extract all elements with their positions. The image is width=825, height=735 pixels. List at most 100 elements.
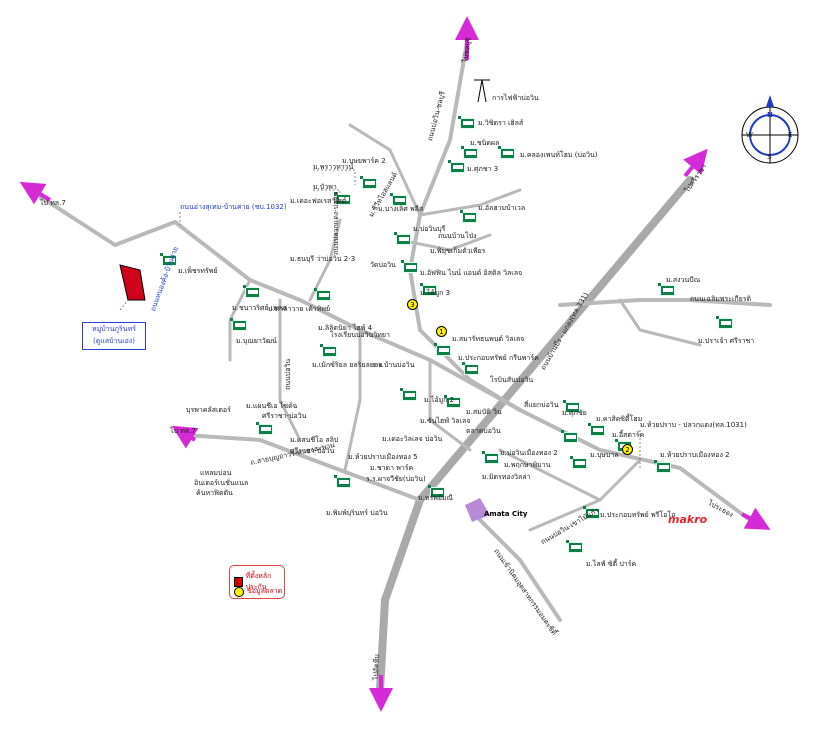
label-marker3: ม.ไอ้มูก 3 bbox=[420, 289, 451, 297]
label-kaewtai: ม.เดอะฟอเรส ยิสต์ bbox=[290, 197, 347, 205]
road-local-2 bbox=[418, 188, 522, 217]
label-ko-ro: ม.ศุภชัย bbox=[562, 409, 587, 417]
label-bowin-city: ม.ไลฟ์ ซิตี้ ปาร์ค bbox=[586, 560, 637, 568]
compass-e: E bbox=[788, 131, 793, 139]
house-icon bbox=[588, 423, 605, 436]
compass bbox=[741, 95, 799, 164]
house-icon bbox=[314, 288, 331, 301]
label-sansuk: ม.ประกอบทรัพย์ พรีโอโอ bbox=[600, 511, 676, 519]
label-vorakorn: ม.วิชิตรา เฮิลส์ bbox=[478, 119, 524, 127]
label-wat: วัดบ่อวิน bbox=[370, 261, 396, 269]
label-busayavan: ม.บุษยพาร์ค 2 bbox=[342, 157, 386, 165]
arrow-southeast bbox=[741, 507, 771, 530]
road-local-7 bbox=[498, 448, 602, 502]
house-icon bbox=[401, 260, 418, 273]
legend-site-label: ที่ตั้งหลักประกัน bbox=[245, 572, 272, 591]
road-amata bbox=[468, 508, 562, 622]
info-circle-icon bbox=[234, 586, 244, 597]
house-icon bbox=[461, 146, 478, 159]
label-chanapat: ม.อี้สตาร์ค bbox=[612, 431, 645, 439]
compass-s: S bbox=[767, 153, 772, 161]
house-icon bbox=[654, 460, 671, 473]
house-icon bbox=[160, 253, 177, 266]
label-dhammachat: ม.อัลฮามบ้าเวล bbox=[478, 204, 526, 212]
house-icon bbox=[420, 283, 437, 296]
compass-n: N bbox=[767, 111, 773, 119]
label-sairung: ม.สมารัทธนพนต์ วิลเลจ bbox=[452, 335, 525, 343]
label-sukprasert: ร.ร.ผาจวีชัย(บ่อวิน) bbox=[366, 475, 426, 483]
road-local-6 bbox=[428, 358, 472, 452]
house-icon bbox=[716, 316, 733, 329]
label-chai-vil: ม.ซันไฮฟ์ วิลเลจ bbox=[420, 417, 471, 425]
house-icon bbox=[334, 192, 351, 205]
house-icon bbox=[444, 395, 461, 408]
map-legend: ที่ตั้งหลักประกัน ข้อมูลตลาด bbox=[229, 565, 285, 599]
label-sattahip: ไปสัตหีบ bbox=[372, 654, 381, 681]
house-icon bbox=[658, 283, 675, 296]
label-chai-2: ม.ไอ้มูก 2 bbox=[424, 396, 455, 404]
label-wangsuk: ถนนเฉลิมพระเกียรติ bbox=[690, 295, 752, 303]
house-icon bbox=[583, 506, 600, 519]
house-icon bbox=[458, 116, 475, 129]
label-somkrit: ม.สงวนบีณ bbox=[666, 276, 701, 284]
label-sakda: ม.แสนชีโอ ลลิป bbox=[290, 436, 339, 444]
label-samut: ม.สมบัติ วิน bbox=[466, 408, 502, 416]
label-boonchoo: ม.บุณยาวัฒน์ bbox=[236, 337, 277, 345]
label-dovecon: ม.คลองเพนท์โฮม (บ่อวิน) bbox=[520, 151, 598, 159]
label-chumchai: ม.เม้กซ์ริยล ยลริยลยลล bbox=[312, 361, 383, 369]
house-icon bbox=[563, 400, 580, 413]
label-bowin-hill: ถนนบ้านโป่ง bbox=[438, 232, 477, 240]
label-school4: อินเตอร์เนชั่นแนล bbox=[194, 479, 249, 487]
house-icon bbox=[448, 160, 465, 173]
house-icon bbox=[460, 210, 477, 223]
house-icon bbox=[434, 343, 451, 356]
label-traffic: สี่แยกบ่อวิน bbox=[524, 401, 559, 409]
label-chanchai: ม.ชนิดผล bbox=[470, 139, 500, 147]
label-amata-city: Amata City bbox=[484, 510, 528, 518]
label-phol: ม.ชนาวริศย์ เพลส bbox=[232, 304, 287, 312]
label-market: ตลาดบ่อวิน bbox=[466, 427, 501, 435]
house-icon bbox=[561, 430, 578, 443]
label-sansiri: ม.ธนบุรี ว่าบ่อวิน 2-3 bbox=[290, 255, 356, 263]
road-right-branch bbox=[618, 298, 702, 347]
house-icon bbox=[230, 318, 247, 331]
house-icon bbox=[256, 422, 273, 435]
label-tanyanan: ม.ตาล่าวาย เค้าทิพย์ bbox=[268, 305, 331, 313]
label-bua-lat: ม.บางเลิศ พลีส bbox=[378, 205, 424, 213]
label-prakob: ม.ประกอบทรัพย์ กรีนพาร์ค bbox=[458, 354, 539, 362]
label-left-road: ไป ทล.7 bbox=[40, 199, 66, 207]
label-lakecity: ม.อัฟฟิน ไนน์ แอนด์ อิสติล วิลเลจ bbox=[420, 269, 523, 277]
house-icon bbox=[334, 475, 351, 488]
house-icon bbox=[428, 485, 445, 498]
market-marker-1: 1 bbox=[436, 326, 447, 337]
label-chanapol: ม.ชาดา พาร์ค bbox=[370, 464, 414, 472]
label-kasem2: ศรีราชา-บ่อวิน bbox=[262, 412, 307, 420]
label-huayprab: ม.ห้วยปราบเมืองทอง 5 bbox=[348, 453, 418, 461]
leader-2 bbox=[313, 169, 356, 185]
label-pattaya-rd2: ถนนปลวกแดง-บ่อวิน bbox=[332, 191, 340, 255]
market-marker-2: 2 bbox=[622, 444, 633, 455]
label-school5: ค้นหาฟิตตัน bbox=[196, 489, 233, 497]
leader-5 bbox=[119, 299, 129, 311]
arrow-left-mid bbox=[171, 425, 199, 449]
label-sriracha-left: ถนนอ่างสุเทม-บ้านค่าย (ชบ.1032) bbox=[180, 203, 287, 211]
label-kasem: ม.แผนชีเอ ไซด์ฉ bbox=[246, 402, 298, 410]
amata-city-block bbox=[465, 498, 490, 522]
label-prasomwong: ม.พราวทาวน์ bbox=[313, 163, 354, 171]
market-marker-3: 3 bbox=[407, 299, 418, 310]
label-lotus: ม.บุษบาล bbox=[590, 451, 619, 459]
makro-logo: makro bbox=[668, 513, 708, 526]
label-apsara: ม.พฤกษาพิมาน bbox=[504, 461, 551, 469]
legend-info-label: ข้อมูลตลาด bbox=[247, 587, 283, 595]
road-lower-left bbox=[183, 433, 422, 502]
house-icon bbox=[482, 451, 499, 464]
label-de-vil: ม.เดอะวิลเลจ บ่อวิน bbox=[382, 435, 443, 443]
road-local-8 bbox=[528, 458, 642, 532]
label-bowin-vil2: ม.บ่อวินเมืองทอง 2 bbox=[500, 449, 558, 457]
label-baan-kho: ม.ลิลิตนิยา ไฮพ์ 4 bbox=[318, 324, 373, 332]
label-school: โรงเรียนบ่อวินวิทยา bbox=[330, 331, 390, 339]
label-ban-bowin: ร.ร.บ้านบ่อวิน bbox=[372, 361, 415, 369]
house-icon bbox=[570, 456, 587, 469]
house-icon bbox=[400, 388, 417, 401]
